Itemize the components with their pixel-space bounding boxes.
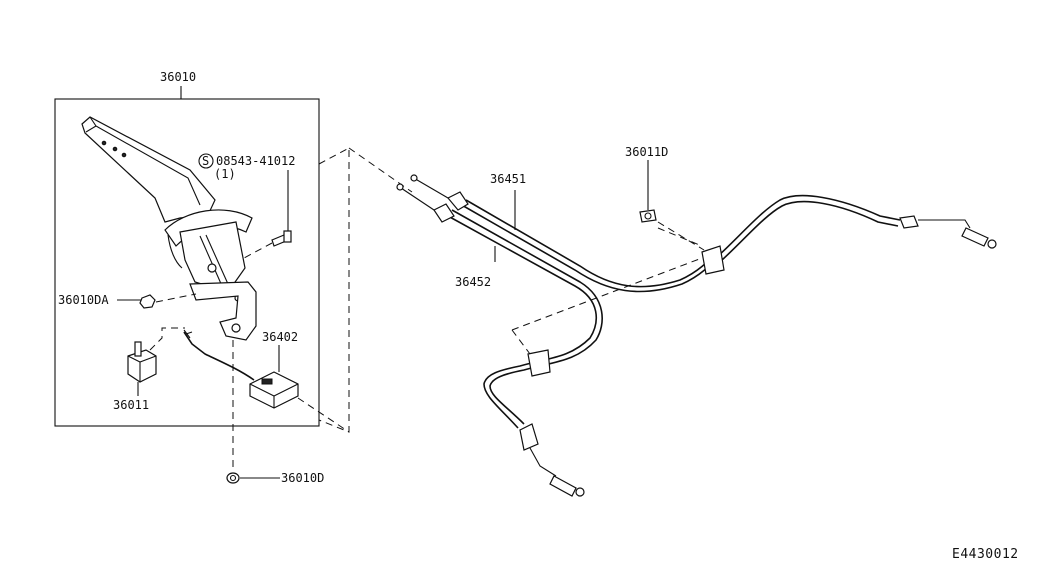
label-36452: 36452 [455, 275, 491, 289]
nut-36010da [117, 293, 197, 309]
nut-36010d [226, 340, 280, 484]
guide-dash-upper [657, 227, 703, 247]
label-36010: 36010 [160, 70, 196, 84]
label-36451: 36451 [490, 172, 526, 186]
rear-cable-36452 [396, 183, 603, 497]
label-qty-1: (1) [214, 167, 236, 181]
label-08543-41012: 08543-41012 [216, 154, 295, 168]
lever-assembly-frame [54, 98, 320, 427]
catalog-code: E4430012 [952, 547, 1019, 562]
rear-cable-36451 [410, 174, 997, 293]
front-cable-36402 [183, 329, 350, 433]
label-36011d: 36011D [625, 145, 668, 159]
assembly-connector-line [318, 147, 350, 433]
label-36010da: 36010DA [58, 293, 109, 307]
screw-08543 [243, 170, 292, 259]
s-symbol-icon [198, 153, 214, 169]
hand-lever [81, 116, 257, 341]
label-36011: 36011 [113, 398, 149, 412]
label-36010d: 36010D [281, 471, 324, 485]
lever-assembly-group: 36010 S [54, 70, 350, 433]
bolt-36011d [639, 160, 705, 251]
label-36402: 36402 [262, 330, 298, 344]
adjuster-36011 [127, 327, 185, 396]
guide-dash-lower [511, 257, 703, 355]
s-symbol-letter: S [202, 154, 209, 168]
